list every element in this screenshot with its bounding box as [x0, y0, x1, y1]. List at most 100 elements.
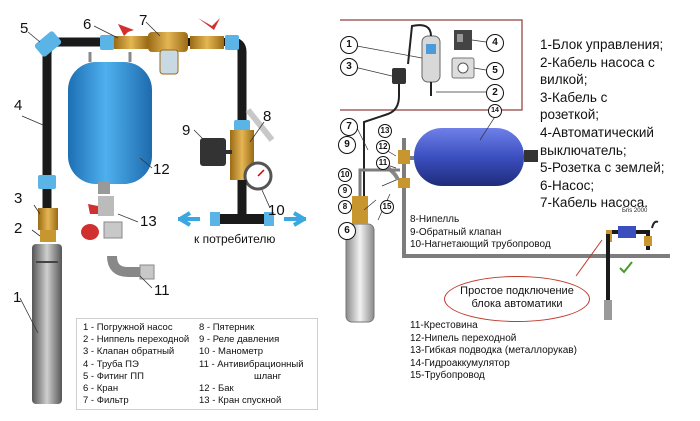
legend-column-1: 1 - Погружной насос 2 - Ниппель переходн…	[83, 322, 189, 407]
badge-2: 2	[486, 84, 504, 102]
callout-bubble: Простое подключение блока автоматики	[444, 276, 590, 322]
left-plumbing-illustration	[19, 18, 306, 404]
legend-item: 7 - Фильтр	[83, 395, 129, 407]
legend-line: 3-Кабель с	[540, 89, 608, 105]
bottom-list: 11-Крестовина 12-Нипель переходной 13-Ги…	[410, 320, 577, 383]
legend-item: 3 - Клапан обратный	[83, 346, 175, 358]
anti-vibration-hose	[107, 255, 146, 277]
badge-15: 15	[380, 200, 394, 214]
check-mark	[619, 261, 633, 274]
list-item: 8-Нипелль	[410, 214, 460, 225]
legend-item: 5 - Фитинг ПП	[83, 370, 144, 382]
legend-item: 4 - Труба ПЭ	[83, 358, 139, 370]
device-tag: Бris 2000	[622, 208, 648, 214]
list-item: 11-Крестовина	[410, 320, 478, 331]
badge-5: 5	[486, 62, 504, 80]
tap-handle	[198, 18, 220, 30]
right-legend: 1-Блок управления; 2-Кабель насоса с вил…	[540, 36, 700, 212]
label-4: 4	[14, 97, 23, 114]
check-valve	[352, 196, 368, 224]
legend-line: 6-Насос;	[540, 177, 595, 193]
tank-outlet	[98, 182, 110, 194]
pp-fitting	[34, 31, 62, 57]
tap	[114, 36, 148, 49]
legend-item: 11 - Антивибрационный	[199, 358, 304, 370]
pp-fitting	[100, 35, 114, 50]
legend-item: 1 - Погружной насос	[83, 322, 173, 333]
legend-item: 2 - Ниппель переходной	[83, 334, 190, 346]
drain-valve	[98, 196, 114, 216]
badge-14: 14	[488, 104, 502, 118]
label-13: 13	[140, 213, 157, 230]
callout-line: блока автоматики	[471, 298, 563, 310]
label-5: 5	[20, 20, 29, 37]
submersible-pump	[32, 244, 62, 404]
tap	[190, 36, 224, 49]
legend-line: 1-Блок управления;	[540, 37, 664, 52]
flow-arrow-left	[178, 211, 200, 227]
flow-arrow-right	[284, 211, 306, 227]
filter-flask	[159, 49, 179, 75]
legend-item: 12 - Бак	[199, 383, 234, 395]
list-item: 12-Нипель переходной	[410, 332, 517, 344]
legend-line: 5-Розетка с землей;	[540, 160, 665, 176]
label-3: 3	[14, 190, 23, 207]
tap-handle	[118, 24, 134, 36]
label-7: 7	[139, 12, 148, 29]
label-8: 8	[263, 108, 272, 125]
legend-item: 8 - Пятерник	[199, 322, 255, 333]
badge-11: 11	[376, 156, 390, 170]
list-item: 15-Трубопровод	[410, 370, 485, 381]
mini-unit	[618, 226, 636, 238]
drain-fitting	[103, 221, 123, 239]
callout-line: Простое подключение	[460, 285, 574, 297]
pp-fitting	[225, 35, 239, 50]
legend-line: выключатель;	[540, 142, 627, 158]
list-item: 10-Нагнетающий трубопровод	[410, 239, 551, 250]
flow-label: к потребителю	[194, 232, 276, 246]
legend-column-2: 8 - Пятерник 9 - Реле давления 10 - Мано…	[199, 322, 304, 407]
mid-list: 8-Нипелль 9-Обратный клапан 10-Нагнетающ…	[410, 214, 551, 252]
legend-item: шланг	[254, 370, 282, 382]
label-9: 9	[182, 122, 191, 139]
label-12: 12	[153, 161, 170, 178]
label-2: 2	[14, 220, 23, 237]
left-legend: 1 - Погружной насос 2 - Ниппель переходн…	[76, 318, 318, 410]
legend-item: 9 - Реле давления	[199, 334, 280, 346]
label-1: 1	[13, 289, 22, 306]
pp-fitting	[38, 175, 56, 189]
left-diagram: 1 2 3 4 5 6 7 8 9 10 11 12 13 к потребит…	[0, 0, 340, 421]
badge-13: 13	[378, 124, 392, 138]
badge-9: 9	[338, 136, 356, 154]
label-6: 6	[83, 16, 92, 33]
badge-8: 8	[338, 200, 352, 214]
badge-3: 3	[340, 58, 358, 76]
badge-6: 6	[338, 222, 356, 240]
legend-line: 2-Кабель насоса с	[540, 54, 655, 70]
check-valve	[38, 208, 58, 230]
badge-9b: 9	[338, 184, 352, 198]
list-item: 13-Гибкая подводка (металлорукав)	[410, 345, 577, 356]
nipple	[40, 230, 56, 242]
control-unit	[421, 35, 441, 83]
list-item: 14-Гидроаккумулятор	[410, 357, 510, 369]
badge-4: 4	[486, 34, 504, 52]
plug	[392, 68, 406, 84]
badge-10: 10	[338, 168, 352, 182]
control-unit-frame	[340, 19, 523, 111]
badge-12: 12	[376, 140, 390, 154]
label-10: 10	[268, 202, 285, 219]
pressure-relay	[200, 138, 226, 166]
cross-fitting	[398, 150, 410, 164]
legend-item: 10 - Манометр	[199, 346, 263, 358]
tank	[68, 62, 152, 184]
hydro-accumulator	[414, 128, 524, 186]
legend-line: 7-Кабель насоса.	[540, 195, 649, 211]
filter-body	[148, 32, 188, 52]
legend-line: 4-Автоматический	[540, 124, 654, 140]
drain-handle	[81, 224, 99, 240]
legend-item: 13 - Кран спускной	[199, 395, 282, 407]
badge-7: 7	[340, 118, 358, 136]
right-diagram: 1 3 4 5 2 14 7 9 13 12 11 10 9 8 15 6 Бr…	[338, 0, 700, 421]
badge-1: 1	[340, 36, 358, 54]
